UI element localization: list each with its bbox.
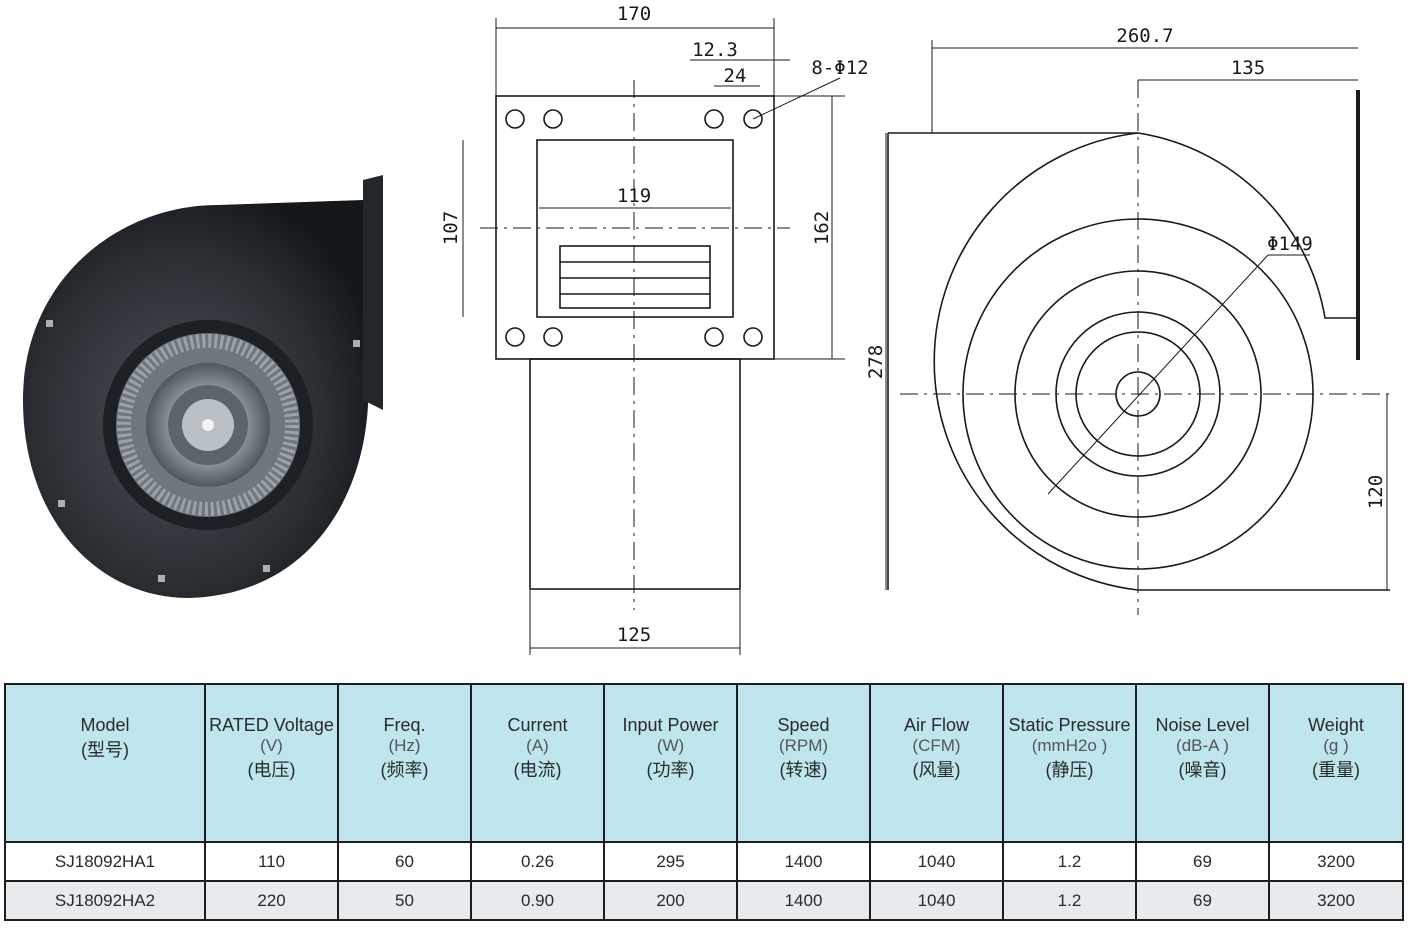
dim-side-outlet: 120 (1365, 475, 1387, 509)
cell-weight: 3200 (1268, 880, 1404, 921)
dim-front-24: 24 (724, 65, 747, 87)
cell-voltage: 110 (204, 841, 339, 882)
cell-noise: 69 (1135, 880, 1270, 921)
cell-airflow: 1040 (869, 880, 1004, 921)
cell-pressure: 1.2 (1002, 880, 1137, 921)
cell-power: 200 (603, 880, 738, 921)
spec-table: Model(型号) RATED Voltage(V)(电压) Freq.(Hz)… (4, 683, 1404, 921)
dim-front-inner-width: 119 (617, 185, 651, 207)
technical-drawings: 170 12.3 24 8-Φ12 119 107 162 125 260.7 … (440, 3, 1395, 655)
header-noise: Noise Level(dB-A )(噪音) (1135, 683, 1270, 843)
dim-front-width: 170 (617, 3, 651, 25)
header-weight: Weight(g )(重量) (1268, 683, 1404, 843)
cell-power: 295 (603, 841, 738, 882)
cell-airflow: 1040 (869, 841, 1004, 882)
spec-header-row: Model(型号) RATED Voltage(V)(电压) Freq.(Hz)… (4, 683, 1404, 843)
cell-current: 0.26 (470, 841, 605, 882)
dim-side-diameter: Φ149 (1267, 233, 1313, 255)
header-current: Current(A)(电流) (470, 683, 605, 843)
cell-current: 0.90 (470, 880, 605, 921)
header-power: Input Power(W)(功率) (603, 683, 738, 843)
header-model: Model(型号) (4, 683, 206, 843)
cell-freq: 60 (337, 841, 472, 882)
dim-front-base: 125 (617, 624, 651, 646)
dim-front-12-3: 12.3 (692, 39, 738, 61)
header-voltage: RATED Voltage(V)(电压) (204, 683, 339, 843)
dim-side-height: 278 (865, 345, 887, 379)
cell-model: SJ18092HA2 (4, 880, 206, 921)
cell-pressure: 1.2 (1002, 841, 1137, 882)
header-pressure: Static Pressure(mmH2o )(静压) (1002, 683, 1137, 843)
header-freq: Freq.(Hz)(频率) (337, 683, 472, 843)
cell-weight: 3200 (1268, 841, 1404, 882)
header-speed: Speed(RPM)(转速) (736, 683, 871, 843)
blower-photo (23, 175, 383, 598)
dim-side-half: 135 (1231, 57, 1265, 79)
header-airflow: Air Flow(CFM)(风量) (869, 683, 1004, 843)
dim-front-height: 162 (811, 211, 833, 245)
table-row: SJ18092HA2 220 50 0.90 200 1400 1040 1.2… (4, 880, 1404, 921)
cell-freq: 50 (337, 880, 472, 921)
dim-front-holes: 8-Φ12 (811, 57, 868, 79)
dim-side-total: 260.7 (1116, 25, 1173, 47)
cell-speed: 1400 (736, 880, 871, 921)
cell-noise: 69 (1135, 841, 1270, 882)
cell-voltage: 220 (204, 880, 339, 921)
cell-speed: 1400 (736, 841, 871, 882)
dim-front-inner-height: 107 (440, 211, 462, 245)
table-row: SJ18092HA1 110 60 0.26 295 1400 1040 1.2… (4, 841, 1404, 882)
cell-model: SJ18092HA1 (4, 841, 206, 882)
